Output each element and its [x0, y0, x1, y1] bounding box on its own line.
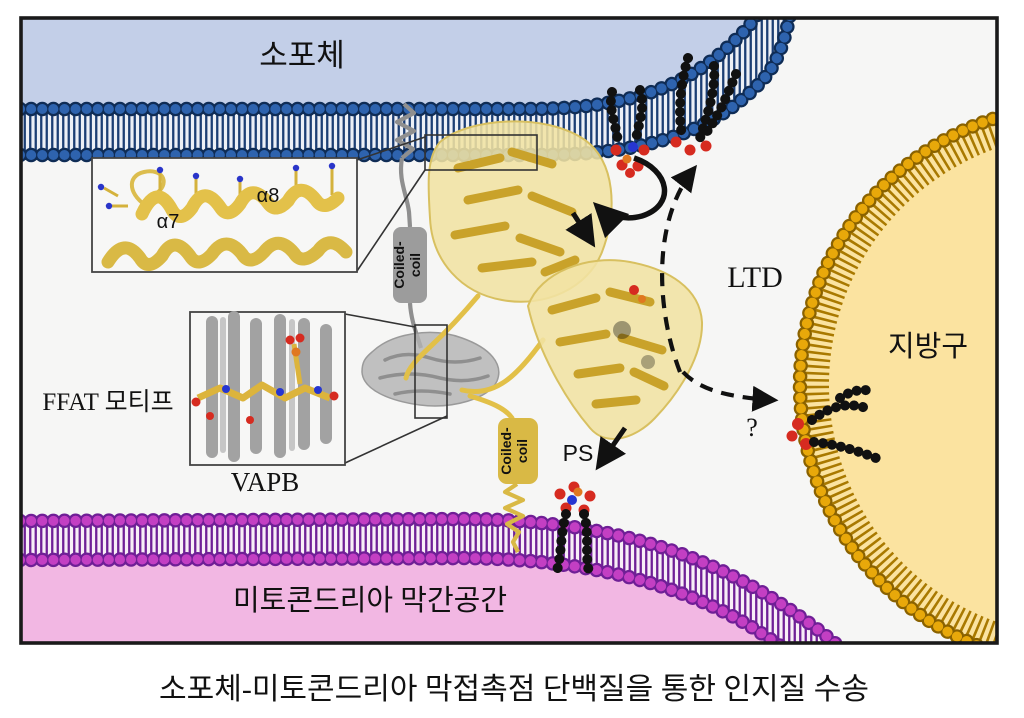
arrows: [565, 155, 779, 471]
mitochondria-region: [21, 511, 846, 643]
label-alpha7: α7: [157, 211, 180, 233]
coiled-coil-label-mito-line2: coil: [514, 439, 530, 463]
label-ps: PS: [563, 440, 594, 466]
mito-membrane-zigzag: [502, 482, 526, 553]
figure-border: [19, 16, 999, 645]
hydrophobic-pocket: [613, 321, 631, 339]
lipid-transfer-domain-free: [526, 259, 704, 440]
mito-membrane-heads: [21, 511, 846, 643]
lipid-at-droplet: [786, 385, 881, 463]
transmembrane-squiggle: [394, 102, 417, 160]
arrow-to-free-domain: [565, 211, 596, 248]
lipid-ps-at-mito: [551, 481, 596, 581]
label-lipid-droplet: 지방구: [888, 331, 968, 363]
lipid-droplet: [792, 110, 997, 643]
label-mito-intermembrane-space: 미토콘드리아 막간공간: [233, 585, 507, 617]
zoom-rect-ffat: [414, 324, 448, 419]
droplet-core: [804, 121, 997, 643]
bound-lipid-red-atom: [629, 285, 639, 295]
mito-lumen: [21, 558, 777, 643]
arrow-ps-delivery: [595, 426, 628, 471]
sidechain-blue-tips: [97, 162, 336, 210]
label-ffat-motif: FFAT 모티프: [42, 388, 173, 416]
inset-helices: α7 α8: [91, 157, 358, 273]
ffat-peptide-sticks: [196, 381, 332, 402]
label-question-mark: ?: [746, 413, 758, 442]
label-er: 소포체: [259, 38, 345, 73]
arrow-lipid-exchange-curved: [592, 155, 668, 239]
inset-vapb: VAPB: [189, 311, 346, 497]
label-alpha8: α8: [257, 185, 280, 207]
disordered-linker-yellow: [403, 293, 546, 421]
label-vapb: VAPB: [231, 467, 300, 497]
helix-alpha8-ribbon: [135, 183, 345, 223]
coiled-coil-label-er-line1: Coiled-: [391, 241, 407, 289]
inset-connectors: [344, 134, 538, 464]
arrow-droplet-dashed: [681, 370, 779, 412]
coiled-coil-box-gray: Coiled- coil: [391, 227, 427, 303]
coiled-coil-label-mito-line1: Coiled-: [498, 427, 514, 475]
lipid-transfer-domain-membrane-bound: [427, 120, 613, 303]
arrow-ltd-dashed: [660, 164, 698, 373]
coiled-coil-label-er-line2: coil: [407, 253, 423, 277]
zoom-rect-helices: [424, 134, 538, 171]
label-ltd: LTD: [727, 261, 783, 294]
helix-lower-ribbon: [101, 236, 353, 271]
figure-caption: 소포체-미토콘드리아 막접촉점 단백질을 통한 인지질 수송: [159, 673, 869, 706]
lipid-extracted-from-er: [670, 53, 741, 156]
er-lumen: [21, 18, 760, 109]
mito-tether-yellow: Coiled- coil: [498, 418, 538, 553]
